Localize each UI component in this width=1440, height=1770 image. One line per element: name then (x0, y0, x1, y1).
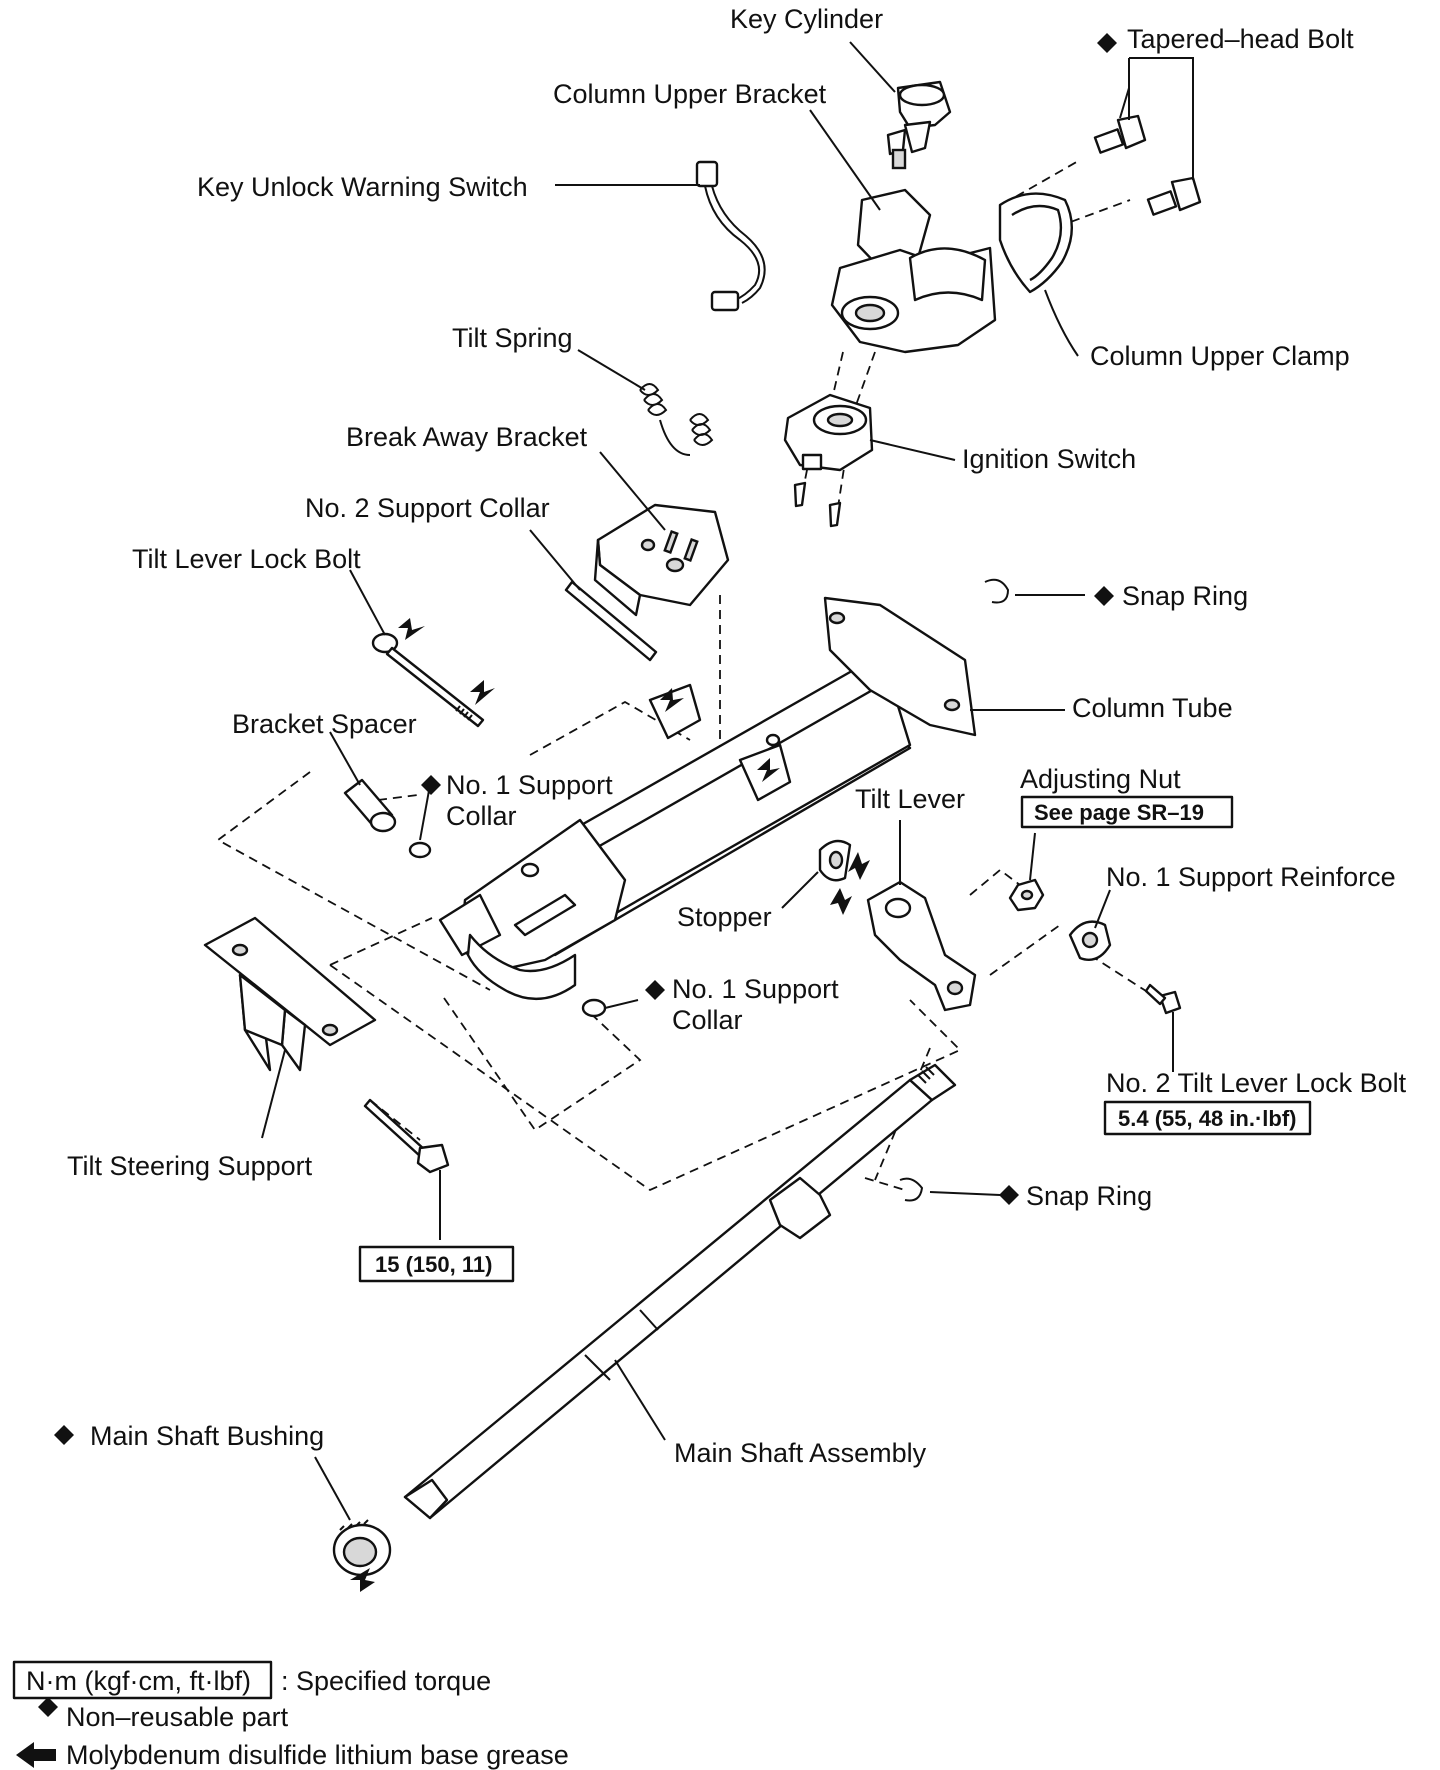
label-no2-tilt-lever-lock-bolt: No. 2 Tilt Lever Lock Bolt (1106, 1068, 1407, 1098)
label-no1-support-collar-left-1: No. 1 Support (446, 770, 613, 800)
label-key-cylinder: Key Cylinder (730, 4, 883, 34)
label-no1-support-collar-left-2: Collar (446, 801, 517, 831)
label-column-upper-clamp: Column Upper Clamp (1090, 341, 1350, 371)
label-no1-support-collar-right-2: Collar (672, 1005, 743, 1035)
label-tilt-steering-support-torque: 15 (150, 11) (375, 1252, 492, 1277)
label-tilt-lever-lock-bolt: Tilt Lever Lock Bolt (132, 544, 361, 574)
column-upper-bracket (830, 188, 997, 354)
tilt-spring (639, 383, 714, 456)
legend-torque-box-text: N·m (kgf·cm, ft·lbf) (26, 1666, 251, 1696)
label-no2-tilt-lever-lock-bolt-torque: 5.4 (55, 48 in.·lbf) (1118, 1106, 1297, 1131)
label-adjusting-nut: Adjusting Nut (1020, 764, 1181, 794)
assembly-dashed-lines (216, 159, 1161, 1192)
label-no1-support-reinforce: No. 1 Support Reinforce (1106, 862, 1396, 892)
tilt-lever (866, 880, 977, 1012)
break-away-bracket (593, 503, 730, 617)
label-break-away-bracket: Break Away Bracket (346, 422, 588, 452)
legend-torque-box (12, 1660, 273, 1700)
tilt-steering-support-torque-box (358, 1245, 515, 1283)
key-unlock-warning-switch (695, 160, 766, 312)
label-key-unlock-warning-switch: Key Unlock Warning Switch (197, 172, 528, 202)
no1-support-collar-left (408, 841, 432, 859)
non-reusable-diamond-markers (38, 33, 1117, 1717)
bracket-spacer (343, 778, 397, 833)
main-shaft-assembly (403, 1063, 957, 1520)
label-main-shaft-bushing: Main Shaft Bushing (90, 1421, 324, 1451)
tapered-head-bolts (1093, 114, 1202, 216)
legend-grease: Molybdenum disulfide lithium base grease (66, 1740, 569, 1770)
column-upper-clamp (998, 192, 1074, 294)
label-main-shaft-assembly: Main Shaft Assembly (674, 1438, 927, 1468)
no1-support-reinforce (1068, 920, 1112, 962)
label-snap-ring-upper: Snap Ring (1122, 581, 1248, 611)
label-stopper: Stopper (677, 902, 772, 932)
no2-tilt-lever-lock-bolt-torque-box (1103, 1100, 1312, 1136)
label-bracket-spacer: Bracket Spacer (232, 709, 417, 739)
leader-lines (261, 41, 1194, 1521)
label-adjusting-nut-ref: See page SR–19 (1034, 800, 1204, 825)
label-column-upper-bracket: Column Upper Bracket (553, 79, 827, 109)
grease-arrows (350, 618, 870, 1592)
column-tube (438, 596, 977, 1001)
adjusting-nut-ref-box (1020, 795, 1234, 829)
snap-ring-upper (984, 578, 1010, 604)
ignition-switch (783, 393, 874, 528)
label-tilt-lever: Tilt Lever (855, 784, 965, 814)
label-tilt-spring: Tilt Spring (452, 323, 573, 353)
label-column-tube: Column Tube (1072, 693, 1233, 723)
adjusting-nut (1008, 878, 1045, 912)
label-ignition-switch: Ignition Switch (962, 444, 1136, 474)
label-tilt-steering-support: Tilt Steering Support (67, 1151, 313, 1181)
tilt-steering-support-bolt (363, 1098, 450, 1174)
legend-non-reusable: Non–reusable part (66, 1702, 289, 1732)
legend: N·m (kgf·cm, ft·lbf) : Specified torque … (12, 1660, 569, 1770)
label-snap-ring-lower: Snap Ring (1026, 1181, 1152, 1211)
tilt-lever-lock-bolt (371, 632, 485, 728)
key-cylinder (886, 80, 952, 170)
label-no2-support-collar: No. 2 Support Collar (305, 493, 550, 523)
label-tapered-head-bolt: Tapered–head Bolt (1127, 24, 1354, 54)
part-labels: Key Cylinder Tapered–head Bolt Column Up… (67, 4, 1407, 1468)
no1-support-collar-right (581, 998, 607, 1018)
no2-tilt-lever-lock-bolt (1144, 983, 1182, 1015)
legend-torque-desc: : Specified torque (281, 1666, 491, 1696)
stopper (818, 839, 852, 882)
label-no1-support-collar-right-1: No. 1 Support (672, 974, 839, 1004)
legend-grease-arrow-icon (16, 1742, 56, 1768)
snap-ring-lower (899, 1177, 924, 1202)
tilt-steering-support (203, 916, 377, 1072)
main-shaft-bushing (332, 1519, 392, 1577)
no2-support-collar (564, 580, 658, 662)
